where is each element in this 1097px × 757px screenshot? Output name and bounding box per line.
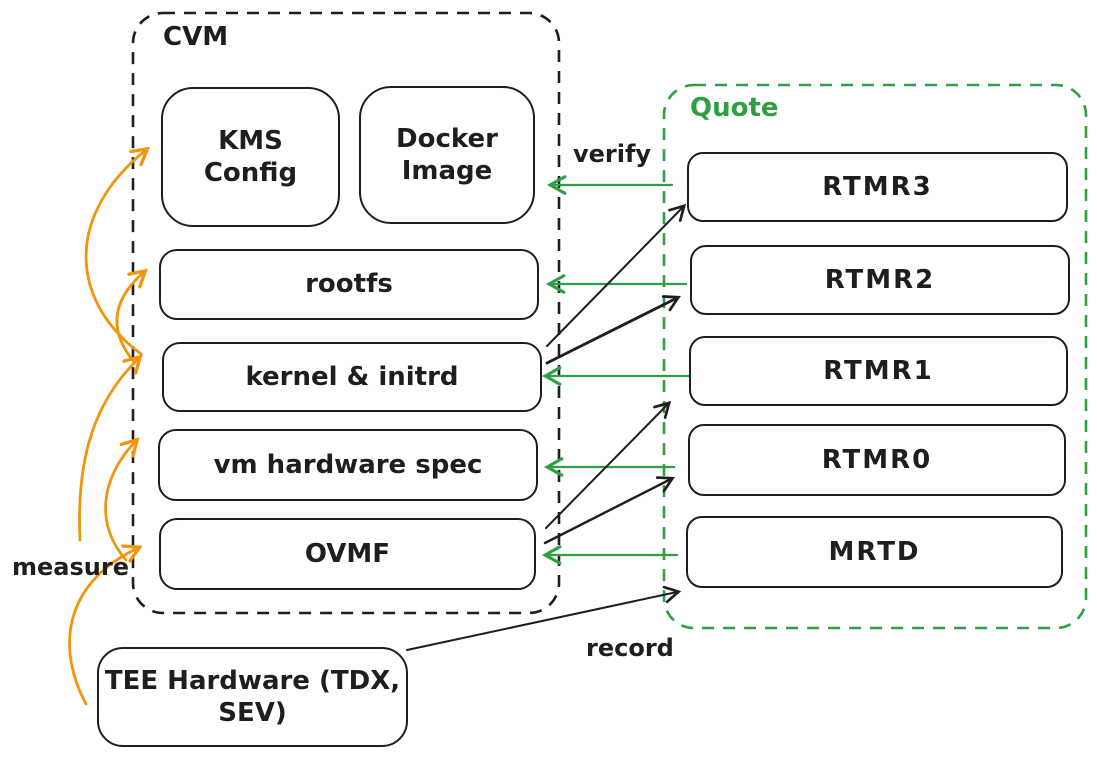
measure-arrow-ovmf-to-vmspec <box>104 437 140 562</box>
node-kernel-initrd: kernel & initrd <box>162 342 542 412</box>
node-rtmr3: RTMR3 <box>687 152 1068 222</box>
measure-arrow-ovmf-to-kernel <box>78 354 143 542</box>
node-rtmr0-label: RTMR0 <box>821 444 933 475</box>
record-arrow-ovmf-to-rtmr1 <box>545 400 672 529</box>
node-tee-hardware: TEE Hardware (TDX, SEV) <box>97 647 408 747</box>
cvm-container-title: CVM <box>163 22 229 52</box>
node-rtmr1: RTMR1 <box>689 336 1068 406</box>
node-kernel-initrd-label: kernel & initrd <box>245 361 459 392</box>
node-tee-hardware-label: TEE Hardware (TDX, SEV) <box>104 665 401 729</box>
record-arrow-tee-to-mrtd <box>406 585 682 651</box>
node-mrtd-label: MRTD <box>828 536 921 567</box>
node-ovmf: OVMF <box>159 518 536 590</box>
node-rtmr2-label: RTMR2 <box>824 264 936 295</box>
verify-edge-label: verify <box>573 140 652 168</box>
node-kms-config-label: KMS Config <box>203 125 298 189</box>
quote-container-border <box>662 83 1088 630</box>
measure-arrow-kernel-to-rootfs <box>115 268 148 364</box>
record-arrow-ovmf-to-rtmr0 <box>543 476 675 545</box>
record-arrows <box>406 203 687 651</box>
cvm-container-border <box>131 11 561 615</box>
node-rootfs-label: rootfs <box>305 269 393 300</box>
node-rtmr1-label: RTMR1 <box>823 355 934 386</box>
record-arrow-kernel-to-rtmr3 <box>546 203 687 347</box>
measure-arrow-tee-to-ovmf <box>68 544 143 706</box>
node-docker-image-label: Docker Image <box>396 123 498 187</box>
node-rtmr2: RTMR2 <box>690 245 1070 315</box>
node-rtmr0: RTMR0 <box>688 424 1066 496</box>
node-vm-hardware-spec-label: vm hardware spec <box>213 449 483 480</box>
node-vm-hardware-spec: vm hardware spec <box>158 429 538 501</box>
verify-arrows <box>541 175 692 565</box>
node-rtmr3-label: RTMR3 <box>822 171 933 202</box>
node-ovmf-label: OVMF <box>304 538 391 569</box>
node-kms-config: KMS Config <box>161 87 340 227</box>
quote-container-title: Quote <box>690 93 779 123</box>
node-mrtd: MRTD <box>686 516 1063 588</box>
measure-arrows <box>68 146 151 706</box>
node-docker-image: Docker Image <box>359 86 535 224</box>
record-edge-label: record <box>586 634 674 662</box>
node-rootfs: rootfs <box>159 249 539 320</box>
record-arrow-kernel-to-rtmr2 <box>545 295 681 365</box>
measure-edge-label: measure <box>12 553 129 581</box>
measure-arrow-kernel-to-kms <box>84 146 151 356</box>
